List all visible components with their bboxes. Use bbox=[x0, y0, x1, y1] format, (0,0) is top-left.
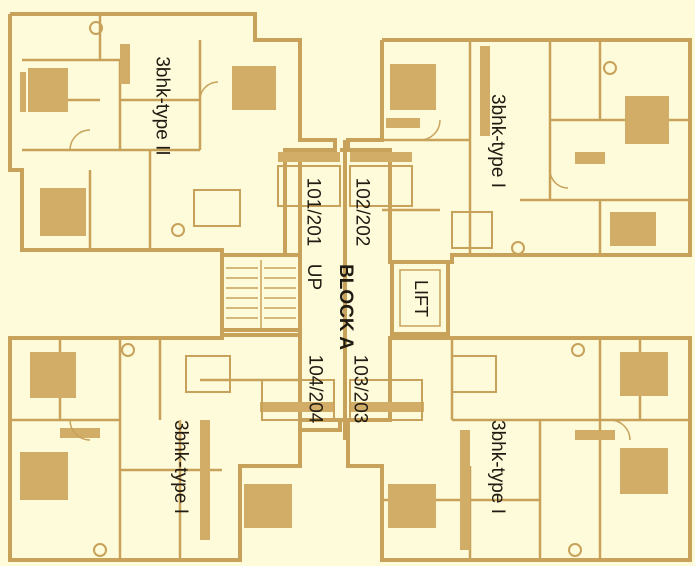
wc-icon bbox=[511, 241, 525, 255]
kitchen-counter bbox=[120, 44, 130, 84]
wc-icon bbox=[93, 543, 107, 557]
stair-up-label: UP bbox=[303, 263, 325, 291]
bed-icon bbox=[244, 484, 292, 528]
lift-label: LIFT bbox=[411, 279, 432, 318]
bed-icon bbox=[625, 96, 669, 144]
bed-icon bbox=[610, 212, 656, 246]
dining-table-icon bbox=[451, 211, 493, 249]
kitchen-counter bbox=[460, 430, 470, 550]
unit-number-label-ne: 102/202 bbox=[351, 177, 373, 247]
bed-icon bbox=[620, 448, 668, 494]
wc-icon bbox=[171, 223, 185, 237]
bed-icon bbox=[620, 352, 668, 396]
unit-type-label-sw: 3bhk-type I bbox=[170, 420, 191, 514]
dining-table-icon bbox=[193, 189, 241, 227]
unit-number-label-se: 103/203 bbox=[349, 354, 371, 424]
lift-outline bbox=[390, 260, 450, 336]
wc-icon bbox=[121, 343, 135, 357]
dining-table-icon bbox=[185, 355, 231, 393]
bed-icon bbox=[232, 66, 276, 110]
wc-icon bbox=[571, 343, 585, 357]
core-walls bbox=[298, 140, 390, 440]
bed-icon bbox=[388, 484, 436, 528]
kitchen-counter bbox=[200, 420, 210, 540]
bed-icon bbox=[30, 352, 76, 398]
unit-type-label-se: 3bhk-type I bbox=[487, 420, 508, 514]
dining-table-icon bbox=[451, 355, 497, 393]
unit-type-label-nw: 3bhk-type II bbox=[151, 56, 173, 156]
unit-type-label-ne: 3bhk-type I bbox=[487, 94, 508, 188]
kitchen-counter bbox=[480, 46, 490, 136]
wc-icon bbox=[603, 61, 617, 75]
unit-number-label-nw: 101/201 bbox=[302, 177, 324, 247]
bed-icon bbox=[390, 64, 436, 110]
wc-icon bbox=[568, 543, 582, 557]
unit-number-label-sw: 104/204 bbox=[304, 354, 326, 424]
wc-icon bbox=[89, 21, 103, 35]
bed-icon bbox=[28, 68, 68, 112]
bed-icon bbox=[40, 188, 86, 236]
block-label: BLOCK A bbox=[334, 264, 356, 350]
bed-icon bbox=[20, 452, 68, 500]
unit-nw-outline bbox=[8, 12, 337, 257]
